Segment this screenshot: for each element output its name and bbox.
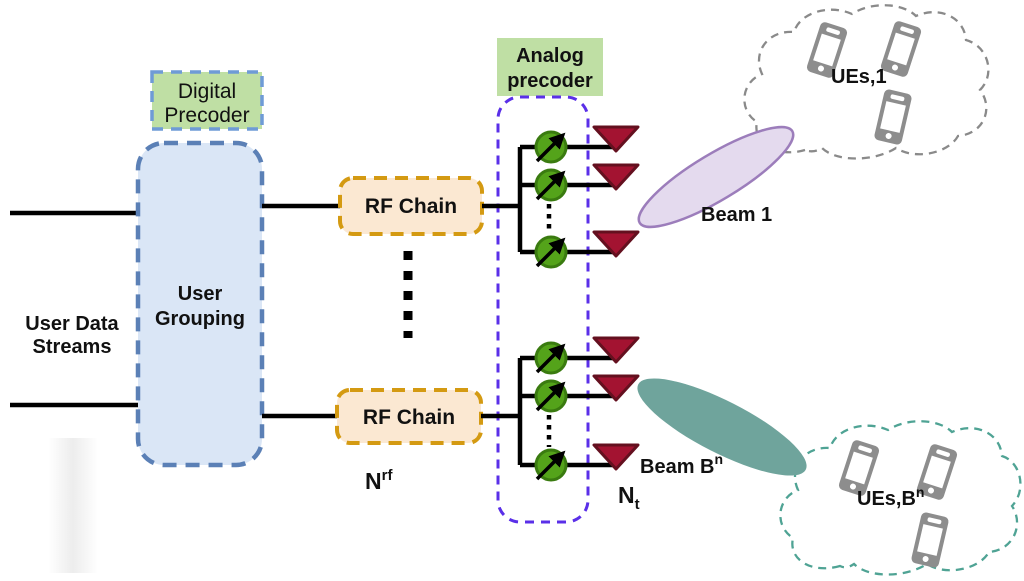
phase-shifter-icon [536,343,566,373]
label-n-t: Nt [618,482,640,513]
label-user-data-streams-2: Streams [33,336,112,358]
label-n-rf-sup: rf [382,467,394,484]
ues-cloud-bn: UEs,Bn [779,420,1022,576]
label-digital-precoder-2: Precoder [164,104,249,127]
digital-precoder-label-box: Digital Precoder [150,70,264,131]
user-grouping-box: User Grouping [135,140,265,468]
label-user-data-streams-1: User Data [25,313,119,335]
label-digital-precoder-1: Digital [178,80,236,103]
phase-shifter-icon [536,450,566,480]
phase-shifter-icon [536,170,566,200]
cloud-outline [743,4,990,160]
label-rf-chain-bottom: RF Chain [363,406,455,429]
phase-shifter-icon [536,237,566,267]
phase-shifter-bank-top [517,125,640,267]
rf-chain-bottom-box: RF Chain [335,388,483,445]
beam-1-ellipse [637,125,795,229]
rf-chain-top-box: RF Chain [338,176,484,236]
label-ues-bn: UEs,Bn [857,484,924,510]
label-ues-bn-base: UEs,B [857,488,916,510]
phase-shifter-icon [536,381,566,411]
label-n-t-base: N [618,482,635,508]
analog-precoder-box [496,95,590,524]
label-ues-bn-sup: n [916,484,925,500]
ues-cloud-1: UEs,1 [743,4,990,160]
label-beam-bn-sup: n [714,451,723,467]
phase-shifter-icon [536,132,566,162]
label-n-t-sub: t [635,496,640,513]
label-beam-bn: Beam Bn [640,451,723,478]
analog-precoder-label-box [497,38,603,96]
label-user-grouping-2: Grouping [155,308,245,330]
label-user-grouping-1: User [178,283,223,305]
label-analog-precoder-1: Analog [516,45,584,67]
phase-shifter-bank-bottom [517,336,640,480]
label-beam-1: Beam 1 [701,204,772,226]
label-n-rf-base: N [365,468,382,494]
cloud-outline [779,420,1022,576]
label-beam-bn-base: Beam B [640,456,714,478]
label-analog-precoder-2: precoder [507,70,593,92]
label-ues-1: UEs,1 [831,66,887,88]
label-n-rf: Nrf [365,467,393,494]
beam-bn-ellipse [637,378,807,476]
scan-artifact-smudge [48,438,98,573]
label-rf-chain-top: RF Chain [365,195,457,218]
